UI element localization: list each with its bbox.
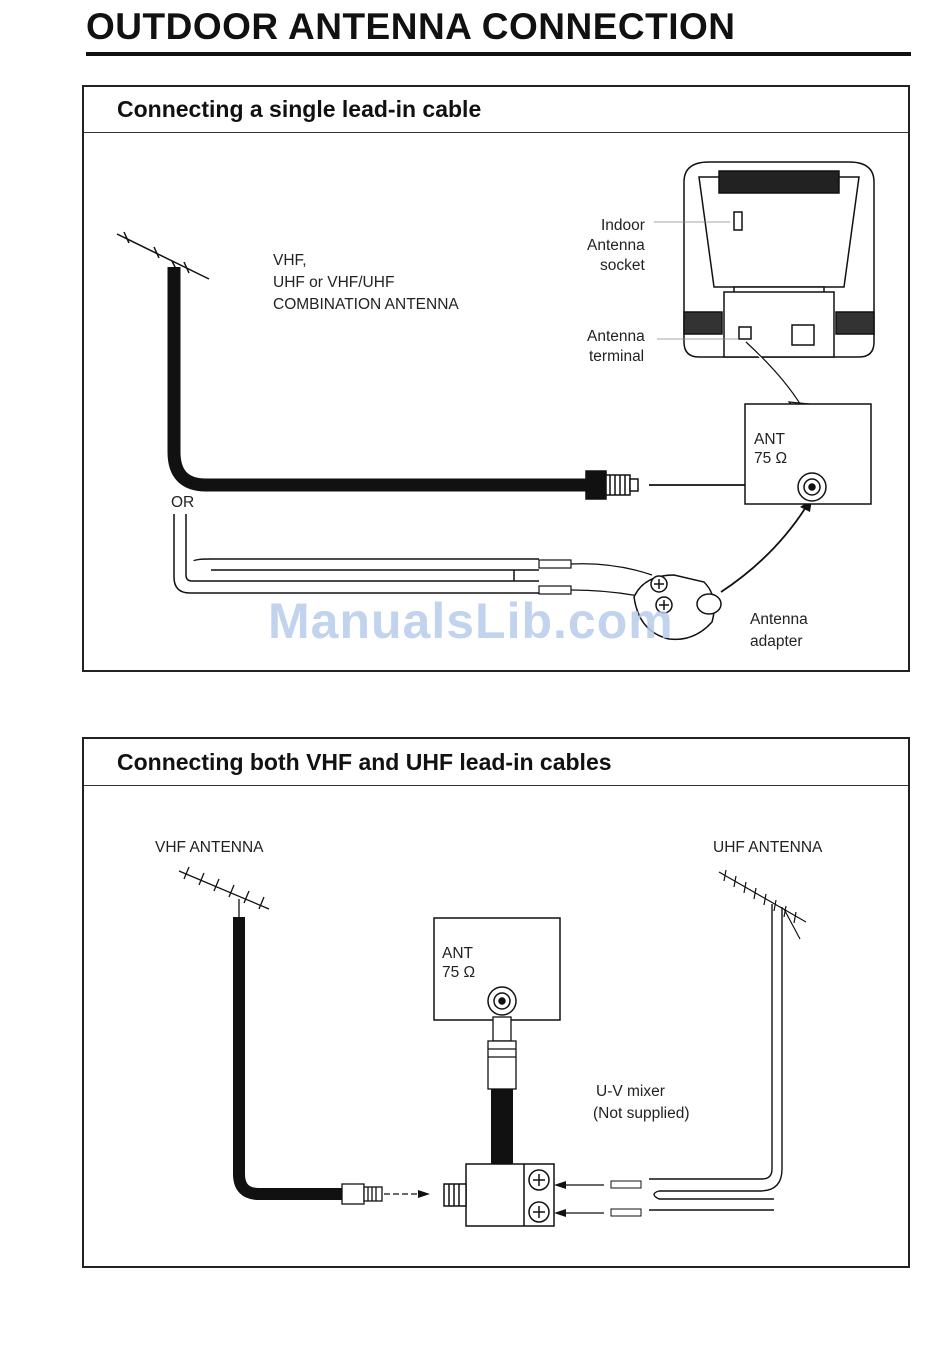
page-title: OUTDOOR ANTENNA CONNECTION — [86, 6, 736, 48]
dual-cable-diagram: VHF ANTENNA UHF ANTENNA — [84, 739, 912, 1270]
tv-rear-icon — [684, 162, 874, 357]
mixer-plug-icon — [488, 1017, 516, 1089]
vhf-coax-cable — [239, 917, 342, 1194]
indoor-label-line1: Indoor — [601, 217, 645, 234]
ant-socket-icon-2 — [488, 987, 516, 1015]
watermark: ManualsLib.com — [268, 592, 674, 650]
uhf-antenna-label: UHF ANTENNA — [713, 839, 823, 856]
vhf-uhf-antenna-icon — [117, 232, 209, 279]
adapter-label-line1: Antenna — [750, 611, 808, 628]
vhf-plug-icon — [342, 1184, 382, 1204]
single-cable-diagram: OR Antenna adapter VHF, — [84, 87, 912, 674]
twin-lead-cable — [174, 514, 539, 593]
terminal-label-line1: Antenna — [587, 328, 645, 345]
antenna-label-line1: VHF, — [273, 252, 307, 269]
single-cable-panel: Connecting a single lead-in cable OR — [82, 85, 910, 672]
uhf-antenna-icon — [719, 870, 806, 939]
adapter-label-line2: adapter — [750, 633, 803, 650]
adapter-arrow — [721, 507, 806, 592]
ant-label: ANT — [754, 431, 786, 448]
indoor-label-line3: socket — [600, 257, 645, 274]
mixer-label-line2: (Not supplied) — [593, 1105, 690, 1122]
terminal-label-line2: terminal — [589, 348, 644, 365]
indoor-label-line2: Antenna — [587, 237, 645, 254]
uhf-twin-lead-cable — [649, 904, 782, 1210]
uv-mixer-icon — [444, 1164, 554, 1226]
f-plug-icon — [586, 471, 638, 499]
vhf-antenna-icon — [179, 867, 269, 917]
dual-cable-panel: Connecting both VHF and UHF lead-in cabl… — [82, 737, 910, 1268]
antenna-label-line2: UHF or VHF/UHF — [273, 274, 394, 291]
ant-label-2: ANT — [442, 945, 474, 962]
vhf-antenna-label: VHF ANTENNA — [155, 839, 264, 856]
or-label: OR — [171, 494, 194, 511]
mixer-label-line1: U-V mixer — [596, 1083, 665, 1100]
mixer-cable — [491, 1089, 513, 1164]
ohm-label-2: 75 Ω — [442, 964, 475, 981]
ant-socket-icon — [798, 473, 826, 501]
uhf-spade-lugs — [611, 1181, 641, 1216]
antenna-label-line3: COMBINATION ANTENNA — [273, 296, 459, 313]
title-rule — [86, 52, 911, 56]
ohm-label: 75 Ω — [754, 450, 787, 467]
